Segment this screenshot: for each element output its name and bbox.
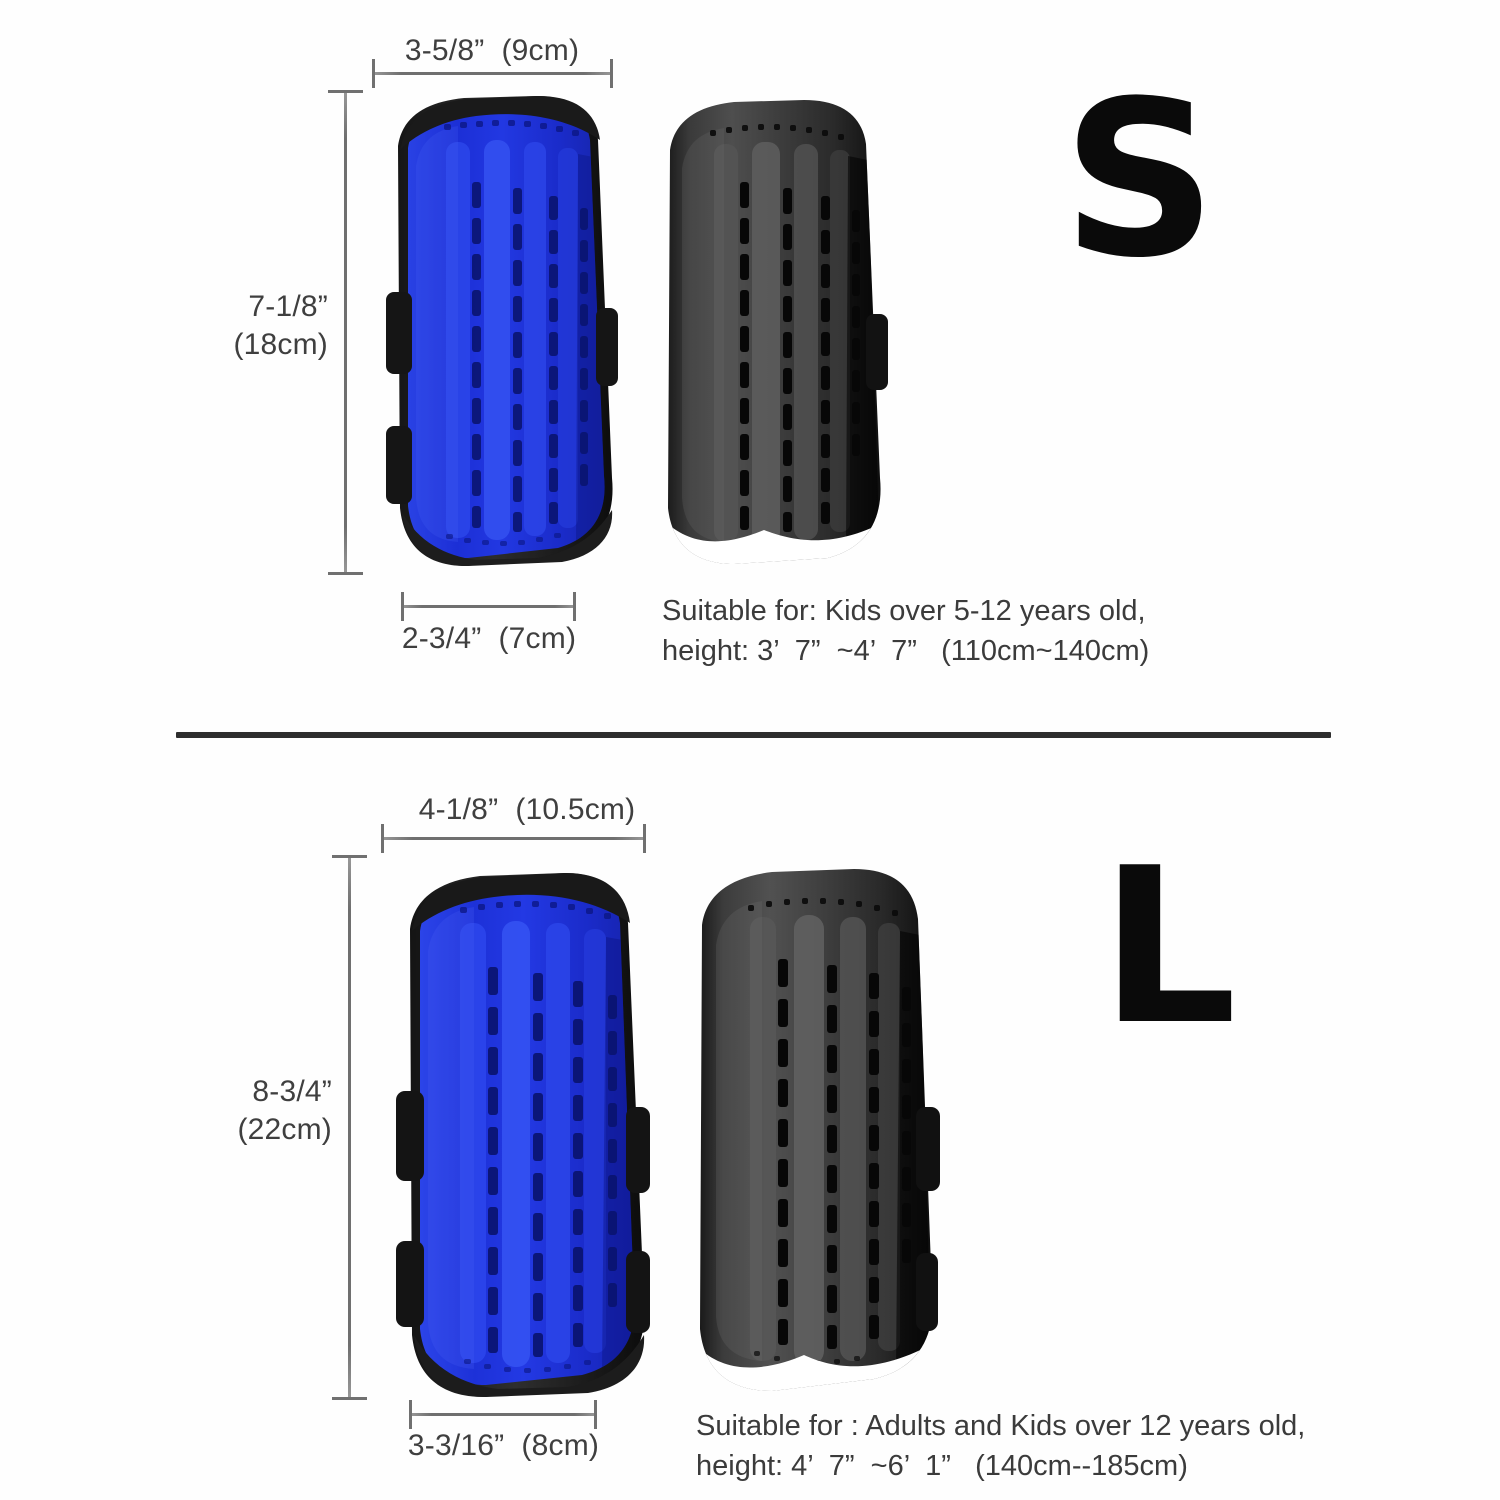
small-height-label-cm: (18cm) (233, 328, 328, 361)
large-height-line (332, 855, 367, 1400)
large-info-line-1: Suitable for : Adults and Kids over 12 y… (696, 1410, 1306, 1442)
large-blue-shin-guard (382, 873, 654, 1397)
size-section-large: 4-1/8” (10.5cm) 8-3/4” (22cm) 3-3/16” (8… (0, 735, 1500, 1500)
small-height-line (328, 90, 363, 575)
small-black-shin-guard (640, 100, 890, 564)
section-divider (176, 732, 1331, 738)
small-info-line-2: height: 3’ 7” ~4’ 7” (110cm~140cm) (662, 635, 1150, 667)
small-blue-shin-guard (372, 96, 622, 566)
size-letter-large: L (1100, 821, 1237, 1072)
large-top-width-line (381, 824, 646, 853)
small-info-line-1: Suitable for: Kids over 5-12 years old, (662, 595, 1146, 627)
size-section-small: 3-5/8” (9cm) 7-1/8” (18cm) 2-3/4” (7cm) (0, 0, 1500, 735)
large-black-shin-guard (672, 869, 944, 1391)
size-letter-small: S (1062, 54, 1217, 305)
small-top-width-line (372, 59, 613, 88)
large-height-label-cm: (22cm) (237, 1113, 332, 1146)
large-top-width-label: 4-1/8” (10.5cm) (418, 793, 636, 826)
small-bottom-width-label: 2-3/4” (7cm) (401, 622, 577, 655)
large-bottom-width-label: 3-3/16” (8cm) (407, 1429, 600, 1462)
small-height-label-inches: 7-1/8” (248, 290, 328, 323)
large-info-line-2: height: 4’ 7” ~6’ 1” (140cm--185cm) (696, 1450, 1188, 1482)
small-bottom-width-line (401, 592, 576, 621)
small-top-width-label: 3-5/8” (9cm) (404, 34, 580, 67)
large-bottom-width-line (409, 1400, 597, 1429)
large-height-label-inches: 8-3/4” (252, 1075, 332, 1108)
